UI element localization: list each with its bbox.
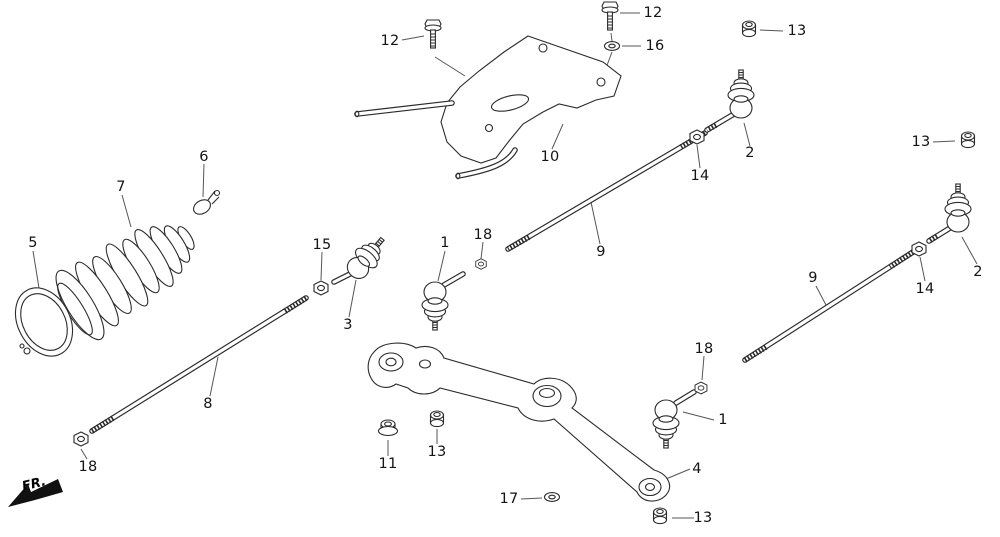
part-number-label: 12 xyxy=(380,33,400,49)
hex-nut-15 xyxy=(313,280,329,296)
fr-arrow-icon xyxy=(8,479,63,507)
hex-nut-14a xyxy=(689,129,705,145)
part-number-label: 1 xyxy=(440,235,450,251)
tie-rod-end-2-upper xyxy=(704,69,755,133)
part-number-label: 7 xyxy=(116,179,126,195)
part-number-label: 15 xyxy=(312,237,332,253)
part-number-label: 4 xyxy=(692,461,702,477)
part-number-label: 18 xyxy=(473,227,493,243)
part-number-label: 16 xyxy=(645,38,665,54)
hex-nut-18b xyxy=(694,381,708,395)
part-number-label: 13 xyxy=(911,134,931,150)
hex-nut-18a xyxy=(475,258,487,270)
part-number-label: 13 xyxy=(693,510,713,526)
mount-bracket xyxy=(354,35,622,180)
tie-rod-left xyxy=(89,295,309,434)
hex-nut-14b xyxy=(911,241,927,257)
cap-nut-13d xyxy=(652,507,668,525)
tie-rod-lower xyxy=(742,249,916,363)
part-number-label: 14 xyxy=(690,168,710,184)
tie-rod-end-3 xyxy=(331,229,393,285)
boot-band-clamp xyxy=(14,287,74,357)
steering-boot xyxy=(55,225,195,341)
part-number-label: 13 xyxy=(427,444,447,460)
part-number-label: 9 xyxy=(808,270,818,286)
part-number-label: 3 xyxy=(343,317,353,333)
part-number-label: 6 xyxy=(199,149,209,165)
center-link xyxy=(367,342,671,502)
washer-16 xyxy=(603,41,621,51)
part-number-label: 13 xyxy=(787,23,807,39)
cap-nut-13b xyxy=(960,131,976,149)
part-number-label: 18 xyxy=(694,341,714,357)
boot-wire-clamp xyxy=(193,189,221,215)
tie-rod-end-1-center xyxy=(421,271,466,331)
tie-rod-end-1-lower xyxy=(652,389,697,449)
flange-nut-11 xyxy=(377,419,399,437)
part-number-label: 10 xyxy=(540,149,560,165)
tie-rod-end-2-right xyxy=(926,183,972,244)
flange-bolt-12a xyxy=(424,19,442,49)
part-number-label: 11 xyxy=(378,456,398,472)
cap-nut-13a xyxy=(741,20,757,38)
part-number-label: 18 xyxy=(78,459,98,475)
flange-bolt-12b xyxy=(601,1,619,31)
part-number-label: 5 xyxy=(28,235,38,251)
part-number-label: 2 xyxy=(745,145,755,161)
part-number-label: 9 xyxy=(596,244,606,260)
hex-nut-18c xyxy=(73,431,89,447)
part-number-label: 2 xyxy=(973,264,983,280)
part-number-label: 14 xyxy=(915,281,935,297)
tie-rod-upper xyxy=(505,130,708,252)
leader-lines xyxy=(32,12,978,519)
part-number-label: 12 xyxy=(643,5,663,21)
cap-nut-13c xyxy=(429,410,445,428)
part-number-label: 8 xyxy=(203,396,213,412)
part-number-label: 17 xyxy=(499,491,519,507)
part-number-label: 1 xyxy=(718,412,728,428)
washer-17 xyxy=(543,492,561,502)
